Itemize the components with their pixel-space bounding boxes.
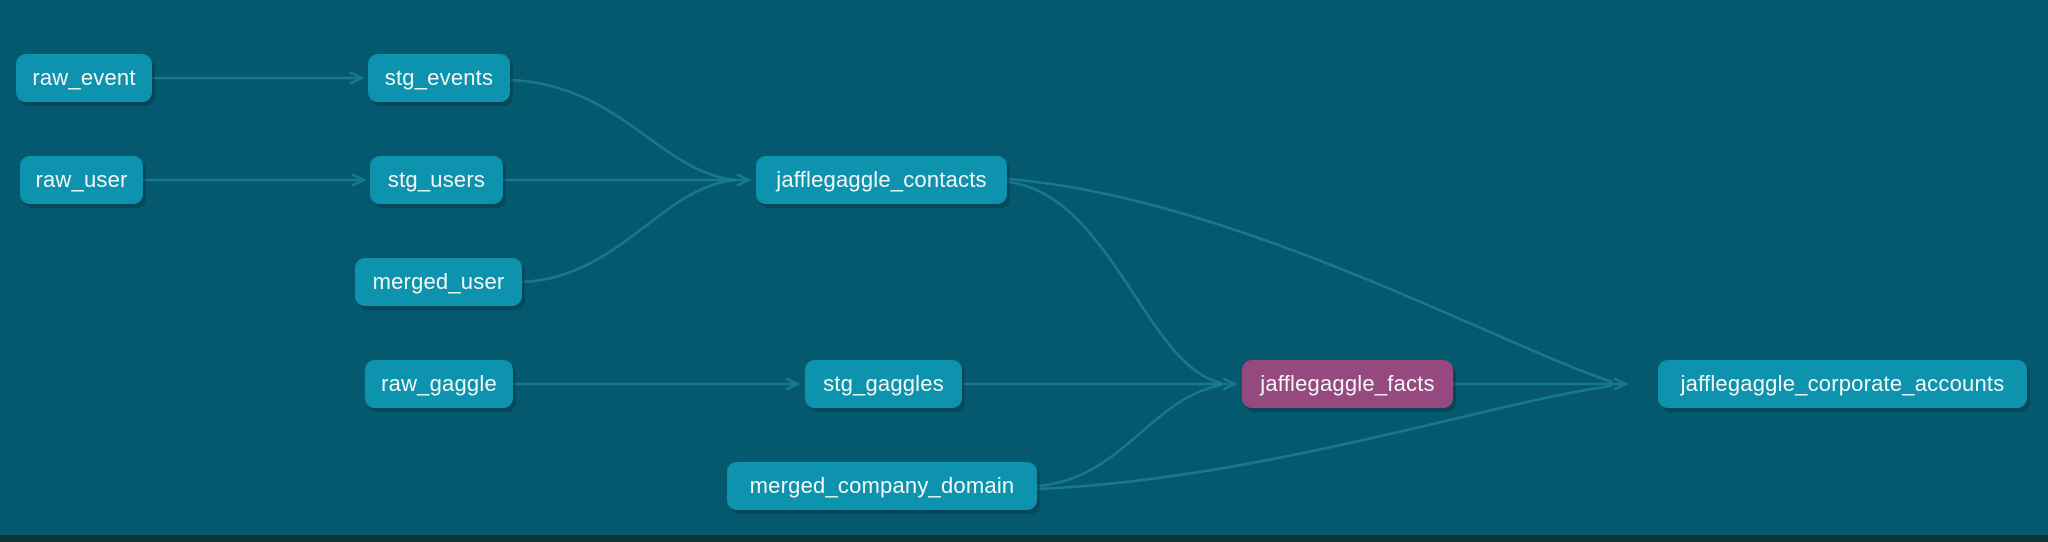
edge-stg_events-jafflegaggle_contacts [509, 78, 737, 182]
node-stg_events[interactable]: stg_events [368, 54, 510, 102]
edge-merged_company_domain-jafflegaggle_facts [1036, 383, 1223, 488]
node-jafflegaggle_contacts[interactable]: jafflegaggle_contacts [756, 156, 1007, 204]
node-stg_users[interactable]: stg_users [370, 156, 503, 204]
edge-jafflegaggle_contacts-jafflegaggle_corporate_accounts [1006, 177, 1613, 384]
edge-jafflegaggle_contacts-jafflegaggle_facts [1006, 180, 1223, 385]
node-jafflegaggle_corporate_accounts[interactable]: jafflegaggle_corporate_accounts [1658, 360, 2027, 408]
node-merged_company_domain[interactable]: merged_company_domain [727, 462, 1037, 510]
bottom-edge-bar [0, 535, 2048, 542]
edge-merged_user-jafflegaggle_contacts [521, 178, 737, 284]
node-raw_gaggle[interactable]: raw_gaggle [365, 360, 513, 408]
node-jafflegaggle_facts[interactable]: jafflegaggle_facts [1242, 360, 1453, 408]
node-stg_gaggles[interactable]: stg_gaggles [805, 360, 962, 408]
edge-merged_company_domain-jafflegaggle_corporate_accounts [1036, 384, 1613, 491]
node-merged_user[interactable]: merged_user [355, 258, 522, 306]
node-raw_user[interactable]: raw_user [20, 156, 143, 204]
node-raw_event[interactable]: raw_event [16, 54, 152, 102]
